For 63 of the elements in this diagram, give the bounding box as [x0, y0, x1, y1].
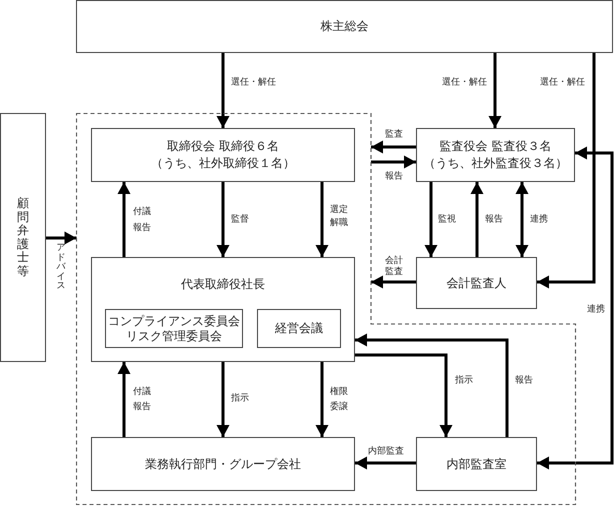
edge-label: 報告 [515, 376, 533, 386]
arrow [371, 140, 416, 154]
org-name: 会計監査人 [446, 274, 506, 292]
committee-box [105, 309, 243, 348]
org-box [0, 113, 46, 362]
org-note: （うち、社外取締役１名） [151, 155, 295, 172]
committee-name: コンプライアンス委員会 [108, 314, 240, 328]
org-name: 内部監査室 [446, 456, 506, 472]
arrow [371, 156, 416, 168]
org-box [416, 128, 575, 182]
arrow [216, 53, 230, 128]
arrow [355, 456, 416, 470]
org-box [91, 128, 355, 182]
arrow [537, 53, 596, 288]
arrow [118, 362, 130, 437]
arrow [488, 53, 502, 128]
edge-label: 権限委譲 [330, 386, 348, 414]
org-name: 業務執行部門・グループ会社 [145, 456, 301, 472]
edge-label: 選定解職 [330, 204, 348, 230]
org-name: 顧問弁護士等 [16, 197, 30, 278]
org-box [91, 257, 355, 362]
arrow [118, 182, 130, 257]
org-box [416, 437, 537, 491]
committee-box [257, 309, 341, 348]
edge-label: 内部監査 [368, 446, 404, 458]
edge-label: 報告 [485, 214, 503, 226]
org-box [416, 257, 537, 309]
edge-label: 連携 [530, 214, 548, 226]
edge-label: 選任・解任 [231, 78, 276, 88]
edge-label: 監査 [385, 130, 403, 140]
org-box [76, 0, 613, 53]
committee-name: 経営会議 [275, 320, 323, 337]
edge-label: 指示 [455, 376, 473, 386]
arrow [216, 362, 230, 437]
arrow [537, 146, 614, 470]
edge-label: 監視 [438, 214, 456, 226]
arrow [424, 182, 438, 257]
edge-label: 連携 [587, 304, 605, 316]
edge-label: 会計監査 [384, 256, 404, 278]
arrow [516, 182, 528, 257]
org-name: 株主総会 [320, 18, 368, 35]
committee-name: リスク管理委員会 [126, 328, 222, 344]
arrow [46, 232, 76, 244]
arrow [216, 182, 230, 257]
edge-label: 監督 [231, 214, 249, 226]
arrow [355, 334, 508, 437]
edge-label: 選任・解任 [442, 78, 487, 88]
org-title: 取締役会 取締役６名 [167, 138, 279, 155]
arrow [470, 182, 484, 257]
arrow [316, 362, 328, 437]
org-name: 代表取締役社長 [181, 276, 265, 292]
org-note: （うち、社外監査役３名） [424, 155, 568, 172]
arrow [316, 182, 328, 257]
arrow [355, 354, 452, 437]
arrow [371, 276, 416, 288]
edge-label: 付議報告 [133, 386, 152, 414]
org-title: 監査役会 監査役３名 [440, 138, 552, 155]
edge-label: アドバイス [56, 244, 66, 292]
edge-label: 指示 [231, 394, 249, 404]
edge-label: 選任・解任 [540, 78, 585, 88]
edge-label: 付議報告 [133, 206, 152, 235]
edge-label: 報告 [385, 172, 403, 182]
org-box [91, 437, 355, 491]
